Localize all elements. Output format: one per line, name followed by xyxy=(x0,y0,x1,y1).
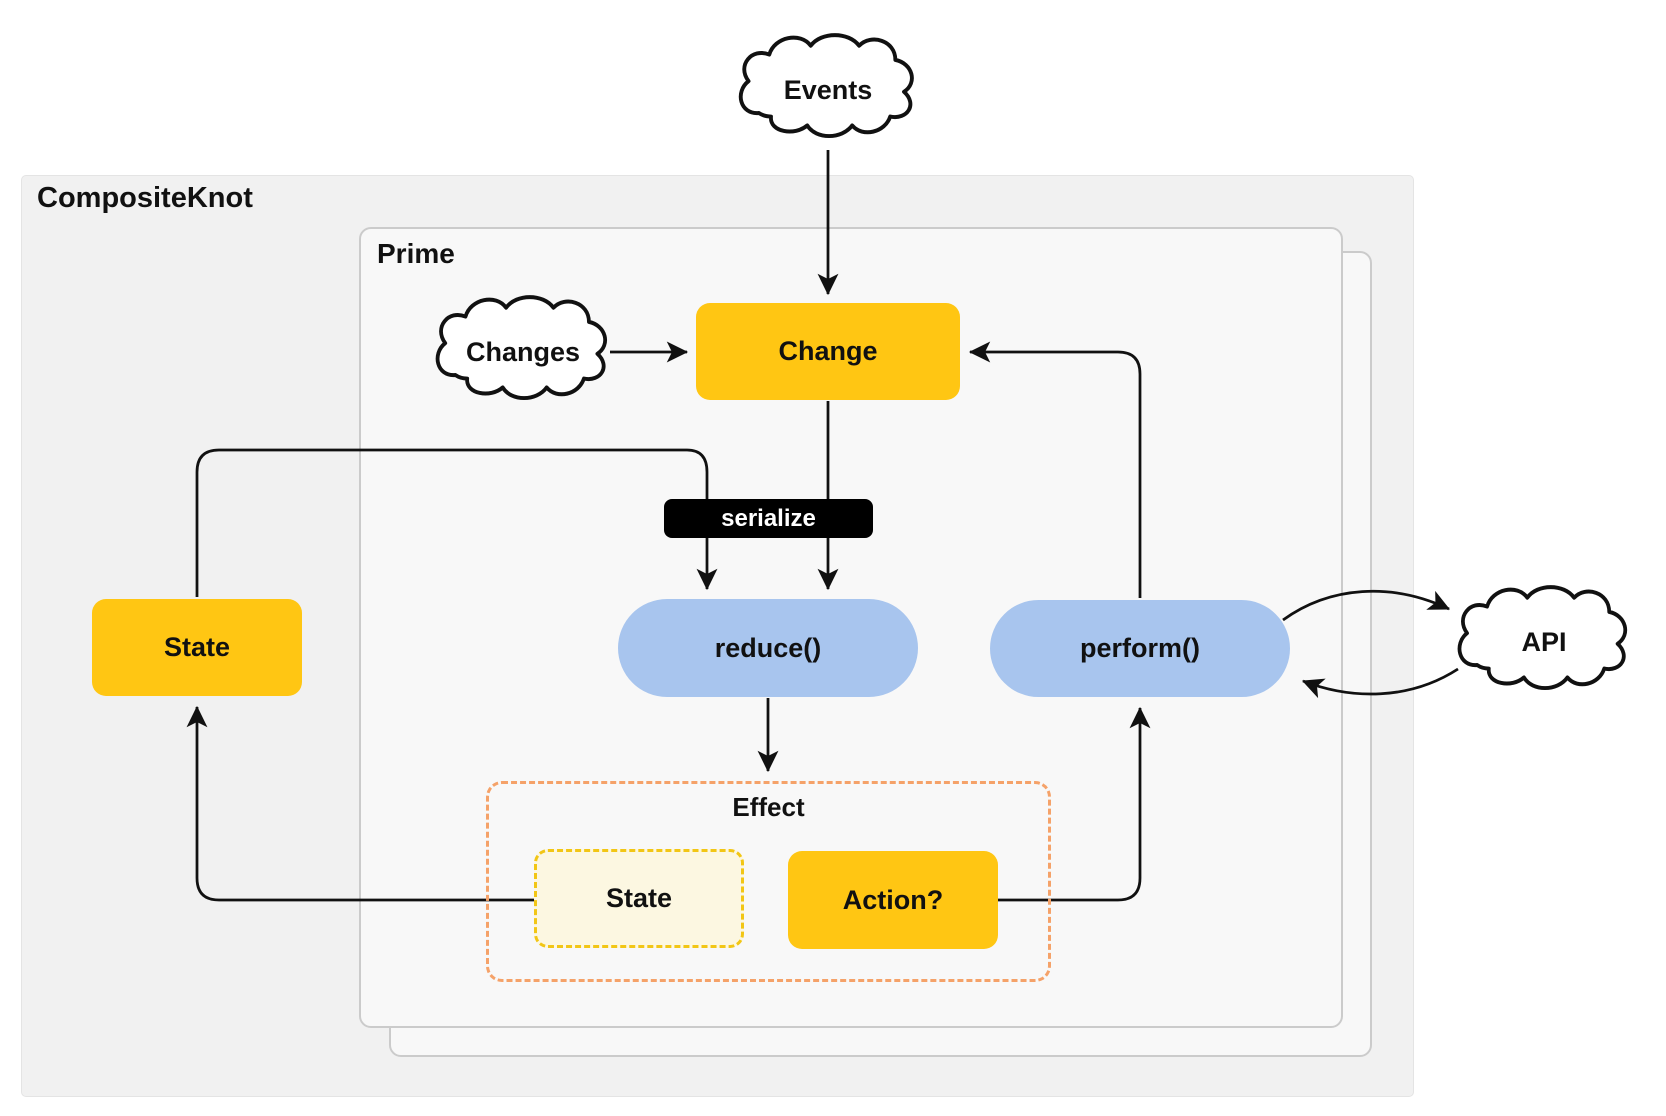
node-perform: perform() xyxy=(990,600,1290,697)
edge-perform-to-change xyxy=(968,341,1142,598)
effect-label: Effect xyxy=(732,792,805,822)
node-action: Action? xyxy=(788,851,998,949)
node-change: Change xyxy=(696,303,960,400)
node-serialize: serialize xyxy=(664,499,873,538)
cloud-icon xyxy=(1457,585,1628,691)
node-reduce: reduce() xyxy=(618,599,918,697)
composite-knot-label: CompositeKnot xyxy=(37,182,253,214)
edge-state-to-reduce xyxy=(195,448,718,597)
edge-effect-state-to-state xyxy=(186,705,534,902)
prime-label: Prime xyxy=(377,238,455,269)
cloud-api: API xyxy=(1452,580,1636,704)
events-label: Events xyxy=(783,74,873,105)
cloud-icon xyxy=(738,33,914,139)
api-label: API xyxy=(1521,626,1567,657)
edge-action-to-perform xyxy=(998,706,1151,902)
node-effect-state: State xyxy=(534,849,744,948)
edge-perform-to-api xyxy=(1282,589,1450,622)
cloud-icon xyxy=(435,295,608,401)
effect-container xyxy=(486,781,1051,982)
edge-api-to-perform xyxy=(1301,667,1459,699)
cloud-changes: Changes xyxy=(430,290,616,414)
changes-label: Changes xyxy=(465,336,581,367)
node-state: State xyxy=(92,599,302,696)
cloud-events: Events xyxy=(733,28,923,152)
